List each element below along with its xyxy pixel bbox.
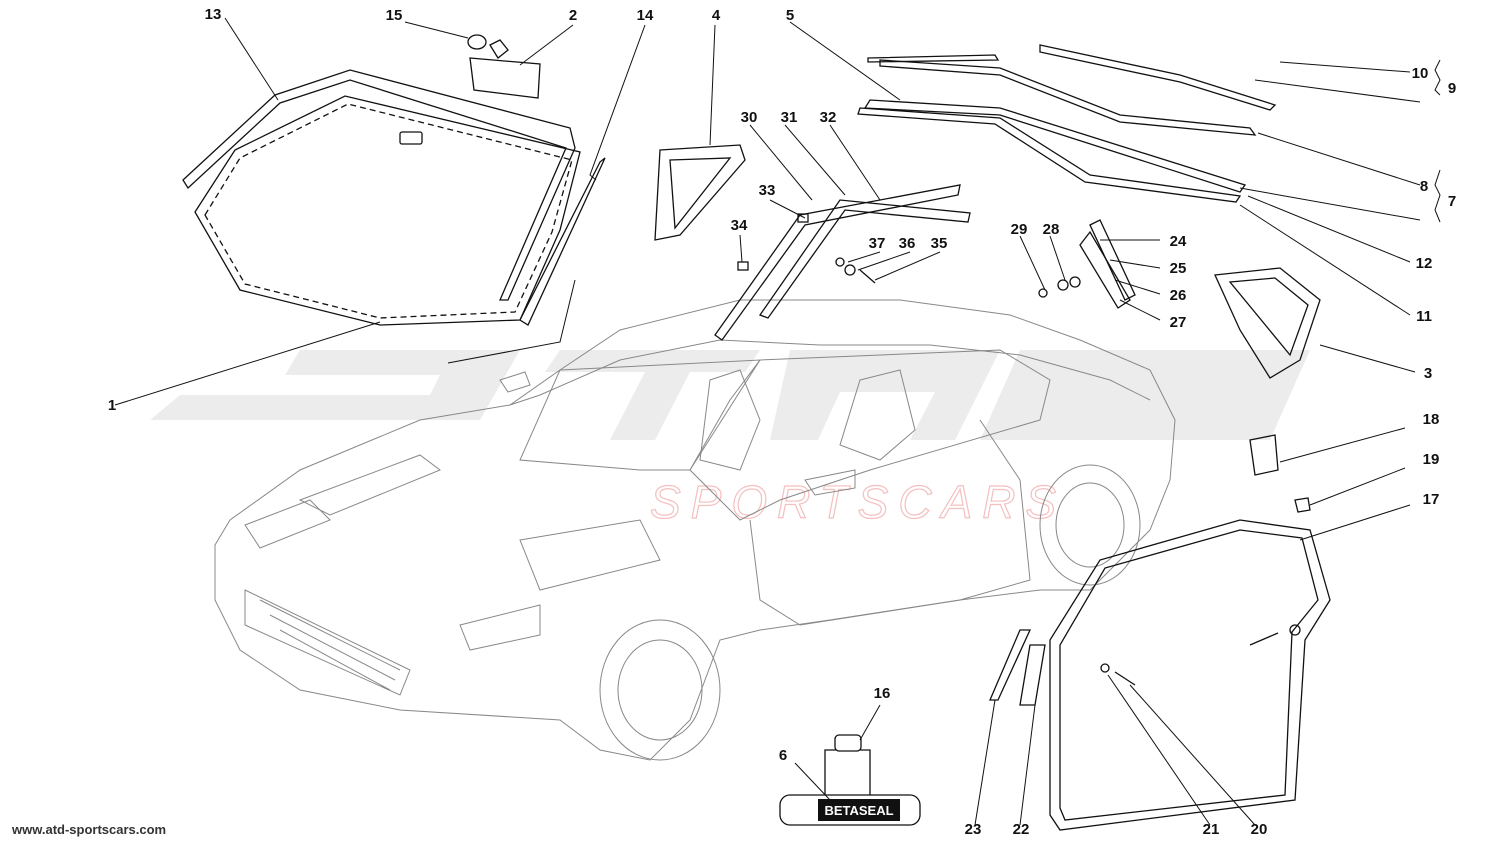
quarter-windows <box>654 144 1321 379</box>
callout-33: 33 <box>759 182 776 199</box>
rear-view-mirror <box>467 34 541 99</box>
callout-10: 10 <box>1412 65 1429 82</box>
callout-labels: 1 2 3 4 5 6 7 8 9 10 11 12 13 14 15 16 1… <box>108 6 1456 838</box>
callout-6: 6 <box>779 747 787 764</box>
callout-18: 18 <box>1423 411 1440 428</box>
windscreen <box>182 69 606 326</box>
callout-27: 27 <box>1170 314 1187 331</box>
callout-13: 13 <box>205 6 222 23</box>
roof-trims <box>857 44 1277 203</box>
callout-26: 26 <box>1170 287 1187 304</box>
callout-7: 7 <box>1448 193 1456 210</box>
callout-24: 24 <box>1170 233 1187 250</box>
callout-32: 32 <box>820 109 837 126</box>
callout-35: 35 <box>931 235 948 252</box>
callout-2: 2 <box>569 7 577 24</box>
callout-28: 28 <box>1043 221 1060 238</box>
callout-19: 19 <box>1423 451 1440 468</box>
callout-22: 22 <box>1013 821 1030 838</box>
small-parts <box>714 184 1136 341</box>
car-outline <box>214 299 1176 761</box>
callout-34: 34 <box>731 217 748 234</box>
callout-9: 9 <box>1448 80 1456 97</box>
callout-37: 37 <box>869 235 886 252</box>
callout-36: 36 <box>899 235 916 252</box>
callout-31: 31 <box>781 109 798 126</box>
callout-15: 15 <box>386 7 403 24</box>
callout-12: 12 <box>1416 255 1433 272</box>
callout-5: 5 <box>786 7 794 24</box>
callout-30: 30 <box>741 109 758 126</box>
callout-16: 16 <box>874 685 891 702</box>
watermark-logo: SPORTSCARS <box>150 350 1310 529</box>
callout-29: 29 <box>1011 221 1028 238</box>
callout-4: 4 <box>712 7 721 24</box>
callout-14: 14 <box>637 7 654 24</box>
betaseal-label: BETASEAL <box>824 803 893 818</box>
callout-21: 21 <box>1203 821 1220 838</box>
sealant-products: BETASEAL <box>779 734 921 826</box>
callout-20: 20 <box>1251 821 1268 838</box>
site-url: www.atd-sportscars.com <box>12 822 167 837</box>
door-seal <box>989 434 1331 831</box>
callout-17: 17 <box>1423 491 1440 508</box>
watermark-text: SPORTSCARS <box>650 476 1066 528</box>
callout-23: 23 <box>965 821 982 838</box>
callout-25: 25 <box>1170 260 1187 277</box>
callout-11: 11 <box>1416 308 1432 325</box>
callout-8: 8 <box>1420 178 1428 195</box>
callout-1: 1 <box>108 397 116 414</box>
callout-3: 3 <box>1424 365 1432 382</box>
leader-lines <box>114 17 1441 826</box>
